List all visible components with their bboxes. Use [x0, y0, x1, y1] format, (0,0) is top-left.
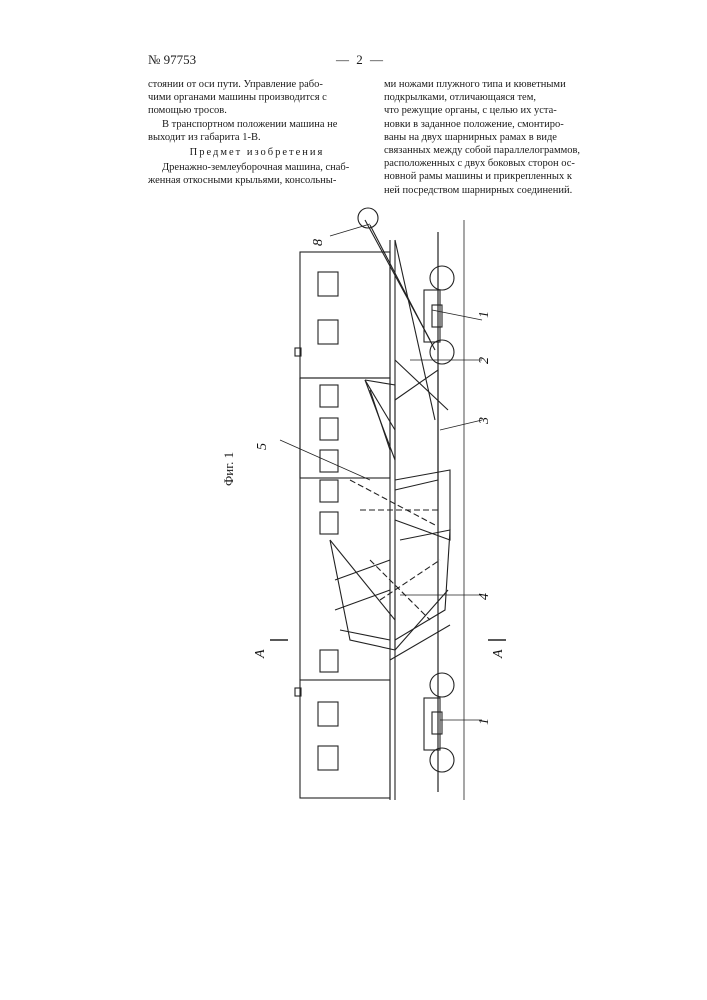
window	[320, 650, 338, 672]
mid-panel	[300, 378, 390, 478]
label-5: 5	[255, 443, 270, 450]
leader-line	[280, 440, 370, 480]
text-line: стоянии от оси пути. Управление рабо-	[148, 78, 366, 91]
window	[320, 450, 338, 472]
cable	[390, 625, 450, 660]
leader-line	[440, 420, 482, 430]
patent-number: № 97753	[148, 52, 196, 68]
text-line: связанных между собой параллелограммов,	[384, 144, 584, 157]
cab-bottom	[300, 680, 390, 798]
text-line: ми ножами плужного типа и кюветными	[384, 78, 584, 91]
label-2: 2	[477, 357, 492, 364]
text-line: выходит из габарита 1-В.	[148, 131, 366, 144]
machine-drawing: 8 1 2 3 5 4 1 A A	[220, 180, 550, 830]
truss-member	[335, 590, 390, 610]
text-line: новки в заданное положение, смонтиро-	[384, 118, 584, 131]
knife	[350, 480, 435, 525]
label-4: 4	[477, 593, 492, 600]
cable	[395, 240, 435, 420]
cable	[395, 360, 448, 410]
right-column: ми ножами плужного типа и кюветными подк…	[384, 78, 584, 197]
subject-heading: Предмет изобретения	[148, 146, 366, 159]
wheel	[430, 748, 454, 772]
window	[318, 272, 338, 296]
truss-member	[340, 630, 390, 640]
window	[320, 480, 338, 502]
truss-member	[370, 390, 390, 450]
section-label-right: A	[491, 649, 506, 659]
window	[320, 385, 338, 407]
text-line: помощью тросов.	[148, 104, 366, 117]
truss-frame	[330, 540, 395, 650]
window	[318, 702, 338, 726]
plough-frame	[395, 370, 438, 490]
wheel	[430, 673, 454, 697]
text-line: подкрылками, отличающаяся тем,	[384, 91, 584, 104]
text-line: расположенных с двух боковых сторон ос-	[384, 157, 584, 170]
window	[318, 746, 338, 770]
cable	[370, 225, 435, 350]
label-3: 3	[477, 417, 492, 425]
text-line: что режущие органы, с целью их уста-	[384, 104, 584, 117]
label-1-bottom: 1	[477, 718, 492, 725]
truss-member	[335, 560, 390, 580]
window	[320, 512, 338, 534]
claim-line: Дренажно-землеуборочная машина, снаб-	[148, 161, 366, 174]
left-column: стоянии от оси пути. Управление рабо- чи…	[148, 78, 366, 188]
label-8: 8	[311, 239, 326, 246]
cab-top	[300, 252, 390, 378]
window	[318, 320, 338, 344]
section-label-left: A	[253, 649, 268, 659]
plough-frame	[395, 470, 450, 540]
knife	[370, 560, 430, 620]
wheel	[430, 266, 454, 290]
text-line: ваны на двух шарнирных рамах в виде	[384, 131, 584, 144]
window	[320, 418, 338, 440]
knife	[380, 560, 440, 600]
page-number: — 2 —	[336, 52, 385, 68]
leader-line	[330, 224, 370, 236]
label-1-top: 1	[477, 311, 492, 318]
text-line: В транспортном положении машина не	[148, 118, 366, 131]
text-line: чими органами машины производится с	[148, 91, 366, 104]
